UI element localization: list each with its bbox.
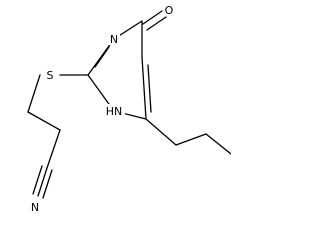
bond-ch2-ch2 — [27, 111, 61, 131]
bond-s-ch2 — [27, 74, 41, 113]
bond-nitrile-c — [32, 165, 43, 195]
bond-propyl-2 — [175, 133, 207, 146]
bond-carbonyl-a — [142, 10, 163, 25]
structure-drawing: O N HN S N — [27, 3, 231, 214]
atom-oxygen: O — [165, 4, 174, 17]
bond-propyl-3 — [205, 133, 231, 155]
bond-nitrile-b — [42, 169, 53, 199]
bond-carbonyl-b — [146, 16, 167, 31]
bond-ch2-cn — [46, 129, 61, 169]
atom-nitrile-nitrogen: N — [31, 201, 39, 214]
bond-c6-c5 — [141, 56, 147, 120]
bond-nitrile-a — [37, 167, 48, 197]
bond-propyl-1 — [145, 118, 177, 146]
bond-c6-c5-inner — [147, 64, 152, 113]
atom-sulfur: S — [47, 69, 54, 82]
bond-n3-c2-inner — [94, 46, 110, 68]
atom-nh: HN — [106, 105, 123, 118]
atom-ring-nitrogen: N — [110, 33, 118, 46]
chemical-structure: O N HN S N — [27, 3, 231, 214]
